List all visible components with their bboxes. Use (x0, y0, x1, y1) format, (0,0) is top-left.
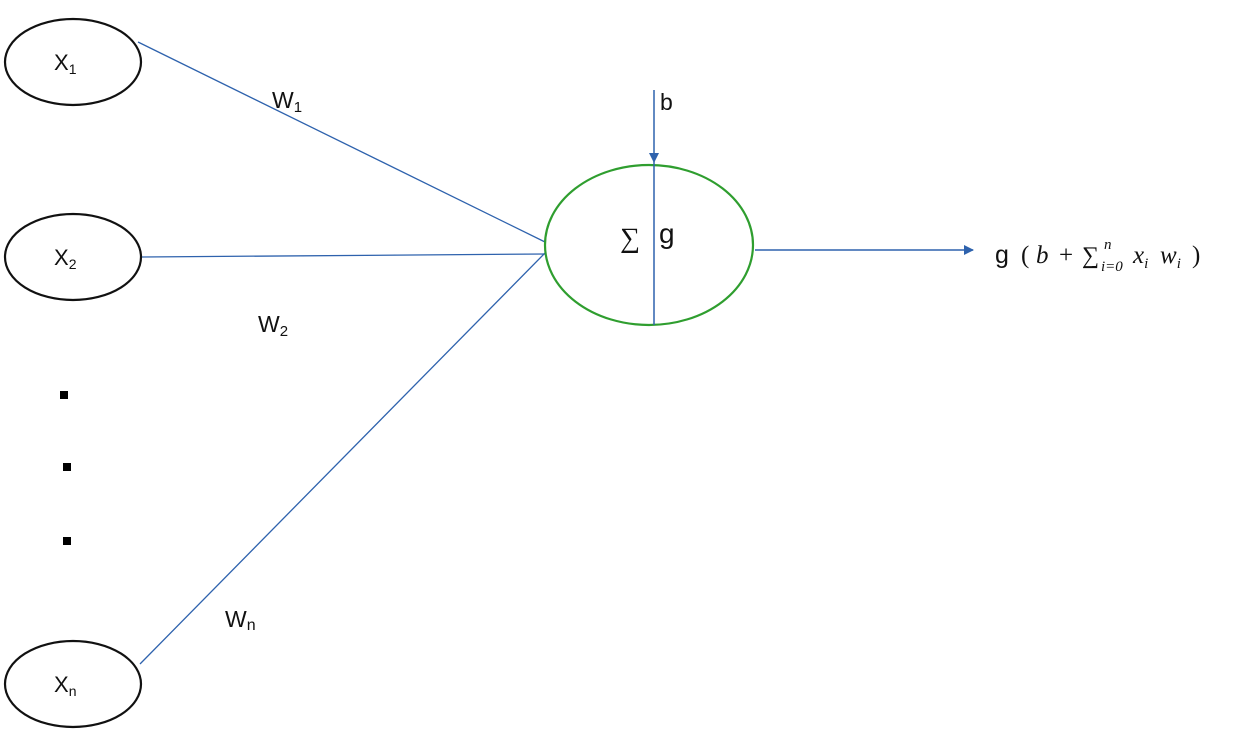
input-node-x1: X1 (3, 17, 143, 107)
weight-w2-subscript: 2 (280, 323, 288, 340)
weight-w2: W2 (258, 311, 288, 340)
ellipsis-dot (63, 463, 71, 471)
output-w-subscript: i (1177, 256, 1181, 272)
input-x2-subscript: 2 (69, 256, 77, 272)
connection-x1 (137, 41, 546, 243)
output-x-letter: x (1132, 242, 1144, 269)
svg-text:X1: X1 (54, 50, 77, 77)
input-x2-label: X (54, 245, 69, 270)
output-formula: g ( b + ∑ n i=0 xi wi ) (995, 237, 1200, 275)
input-x1-subscript: 1 (69, 61, 77, 77)
weight-w2-label: W (258, 311, 280, 337)
output-x-subscript: i (1144, 256, 1148, 272)
activation-label: g (659, 218, 675, 249)
svg-text:Xn: Xn (54, 672, 76, 699)
neuron: ∑ g (543, 162, 755, 327)
input-xn-subscript: n (69, 683, 77, 699)
output-w: wi (1160, 242, 1181, 272)
ellipsis-dot (63, 537, 71, 545)
output-sum: ∑ (1082, 243, 1099, 269)
sum-symbol: ∑ (620, 223, 640, 254)
weight-wn-label: W (225, 606, 247, 632)
input-xn-label: X (54, 672, 69, 697)
svg-text:X2: X2 (54, 245, 77, 272)
ellipsis-dot (60, 391, 68, 399)
input-node-x2: X2 (3, 212, 143, 302)
output-open-paren: ( (1021, 242, 1029, 269)
output-plus: + (1059, 242, 1073, 269)
bias-label: b (660, 89, 673, 115)
connection-x2 (141, 253, 546, 258)
output-g: g (995, 241, 1009, 269)
weight-wn: Wn (225, 606, 256, 634)
weight-wn-subscript: n (247, 617, 256, 634)
output-close-paren: ) (1192, 242, 1200, 269)
weight-w1-label: W (272, 87, 294, 113)
weight-w1: W1 (272, 87, 302, 116)
output-x: xi (1132, 242, 1148, 272)
input-x1-label: X (54, 50, 69, 75)
output-bias: b (1036, 242, 1049, 269)
weight-w1-subscript: 1 (294, 99, 302, 116)
output-sum-lower: i=0 (1101, 259, 1123, 275)
output-w-letter: w (1160, 242, 1177, 269)
output-sum-upper: n (1104, 237, 1112, 253)
connection-xn (139, 252, 546, 665)
input-node-xn: Xn (3, 639, 143, 729)
